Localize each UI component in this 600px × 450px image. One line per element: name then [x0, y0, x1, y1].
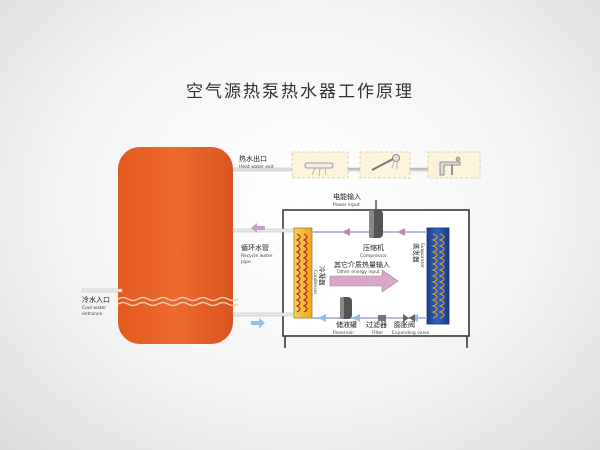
tap-icon: [427, 151, 481, 179]
cool-water-inlet-label-en2: entrance: [82, 311, 102, 317]
evaporator: [426, 227, 450, 325]
filter-label: 过滤器: [366, 320, 387, 329]
diagram-title: 空气源热泵热水器工作原理: [186, 82, 414, 102]
tank-water-wave: [117, 301, 239, 307]
hot-water-exit-label-en: Heat water exit: [239, 164, 274, 170]
recycle-pipe-label-en: Recycle water: [241, 253, 273, 259]
evaporator-label: 蒸发器: [412, 243, 421, 263]
recycle-pipe-label: 循环水管: [241, 243, 269, 252]
tank-water-wave: [117, 296, 239, 302]
flow-arrow-hot: [251, 223, 265, 233]
cool-water-inlet-label: 冷水入口: [82, 295, 110, 304]
refrigerant-arrow: [318, 314, 326, 322]
flow-arrow-cool: [251, 318, 265, 328]
cool-water-inlet-label-en: Cool water: [82, 305, 106, 311]
refrigerant-arrow: [397, 228, 405, 236]
refrigerant-arrow: [342, 228, 350, 236]
hand-shower-icon: [359, 151, 411, 179]
reservoir-label: 储液罐: [336, 320, 357, 329]
expanding-valve-label-en: Expanding valve: [392, 330, 430, 336]
filter-label-en: Filter: [372, 330, 383, 336]
power-input-label-en: Power input: [333, 202, 360, 208]
condenser: [293, 227, 313, 319]
other-energy-label: 其它介质热量输入: [334, 260, 390, 269]
other-energy-arrow: [329, 269, 399, 293]
reservoir: [340, 297, 352, 319]
recycle-pipe-label-en2: pipe: [241, 259, 251, 265]
water-tank: [118, 147, 233, 344]
other-energy-label-en: Other energy input: [337, 269, 380, 275]
filter: [378, 315, 386, 321]
expanding-valve: [403, 314, 415, 322]
expanding-valve-label: 膨胀阀: [394, 320, 415, 329]
power-input-label: 电能输入: [333, 192, 361, 201]
compressor-label-en: Compressor: [360, 253, 387, 259]
shower-icon: [291, 151, 349, 179]
refrigerant-arrow: [352, 314, 360, 322]
evaporator-label-en: Evaporator: [419, 243, 425, 268]
condenser-label: 冷凝器: [318, 266, 327, 286]
compressor: [369, 200, 383, 238]
condenser-label-en: Condenser: [312, 270, 318, 294]
recycle-pipe-cool: [232, 312, 296, 317]
reservoir-label-en: Reservoir: [333, 330, 354, 336]
cool-water-inlet-pipe: [81, 288, 123, 293]
compressor-label: 压缩机: [363, 243, 384, 252]
hot-water-exit-label: 热水出口: [239, 154, 267, 163]
